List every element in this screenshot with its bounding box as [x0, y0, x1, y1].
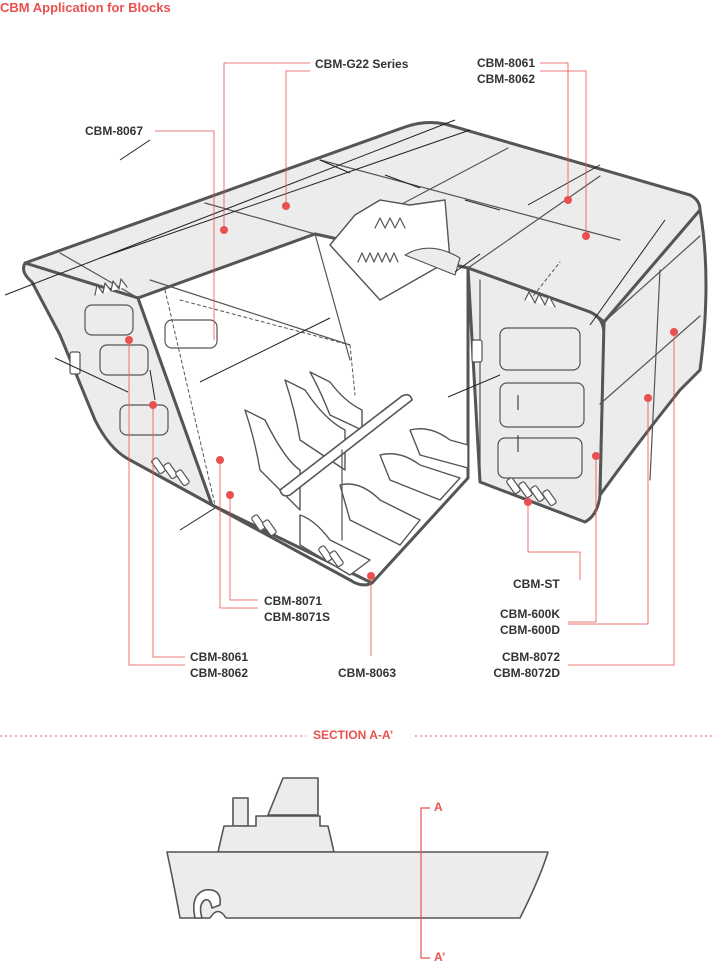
- label-cbm-8072: CBM-8072: [501, 650, 560, 664]
- page-title: CBM Application for Blocks: [0, 0, 171, 15]
- label-cbm-8062-top: CBM-8062: [476, 72, 535, 86]
- arrow-lines: [4, 119, 666, 531]
- upper-pieces: [329, 199, 451, 301]
- label-cbm-8071: CBM-8071: [264, 594, 323, 608]
- ship-silhouette: [166, 777, 549, 919]
- label-cbm-g22: CBM-G22 Series: [315, 57, 409, 71]
- label-cbm-8061-bottom: CBM-8061: [190, 650, 249, 664]
- label-cbm-8071s: CBM-8071S: [264, 610, 331, 624]
- label-cbm-600d: CBM-600D: [500, 623, 561, 637]
- section-mark-a: A: [434, 800, 443, 814]
- teeth: [69, 217, 557, 568]
- ship-hull: [166, 851, 549, 919]
- label-cbm-600k: CBM-600K: [500, 607, 561, 621]
- section-line: [420, 807, 430, 959]
- ship-upper-house: [267, 777, 319, 816]
- bottom-curve: [210, 503, 374, 587]
- callout-lines: [128, 62, 675, 666]
- right-hull-stripes: [599, 235, 701, 481]
- right-bulkhead-openings: [497, 327, 585, 479]
- right-hull: [598, 208, 708, 497]
- section-mark-a-prime: A’: [434, 950, 446, 964]
- diagonal-beam: [279, 393, 413, 497]
- ship-funnel: [232, 797, 249, 827]
- ship-block: [22, 121, 708, 587]
- deck-seams: [59, 147, 621, 346]
- ship-bulb: [192, 888, 222, 919]
- dotted-lines: [164, 261, 561, 506]
- label-cbm-st: CBM-ST: [513, 577, 560, 591]
- label-cbm-8067: CBM-8067: [85, 124, 144, 138]
- label-cbm-8061-top: CBM-8061: [476, 56, 535, 70]
- left-hull-openings: [84, 304, 218, 436]
- label-cbm-8072d: CBM-8072D: [493, 666, 560, 680]
- label-cbm-8062-bottom: CBM-8062: [190, 666, 249, 680]
- ship-house: [217, 815, 335, 853]
- label-cbm-8063: CBM-8063: [338, 666, 397, 680]
- section-title: SECTION A-A’: [313, 728, 394, 742]
- callout-dots: [125, 196, 678, 580]
